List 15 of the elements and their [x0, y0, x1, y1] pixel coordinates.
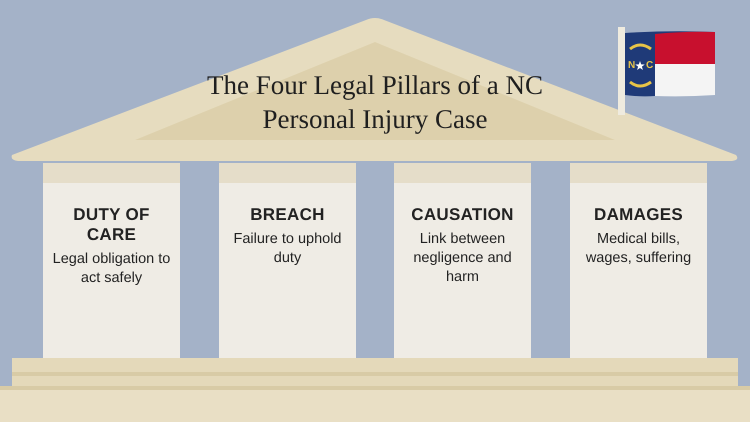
flag-letter: N [628, 61, 636, 71]
pillar [570, 163, 707, 358]
pillar-description: Legal obligation to act safely [52, 250, 172, 288]
pillar-description: Medical bills, wages, suffering [584, 230, 692, 268]
pillar-description: Failure to uphold duty [232, 230, 342, 268]
title: The Four Legal Pillars of a NC Personal Injury Case [206, 69, 544, 136]
pillar-heading: DUTY OF CARE [72, 205, 151, 245]
pillar [219, 163, 356, 358]
pillar [43, 163, 180, 358]
pillar [394, 163, 531, 358]
pillar-heading: CAUSATION [410, 205, 515, 225]
pillar-description: Link between negligence and harm [412, 230, 513, 287]
pillar-heading: BREACH [249, 205, 326, 225]
flag-letter: C [646, 61, 654, 71]
pillar-heading: DAMAGES [593, 205, 684, 225]
